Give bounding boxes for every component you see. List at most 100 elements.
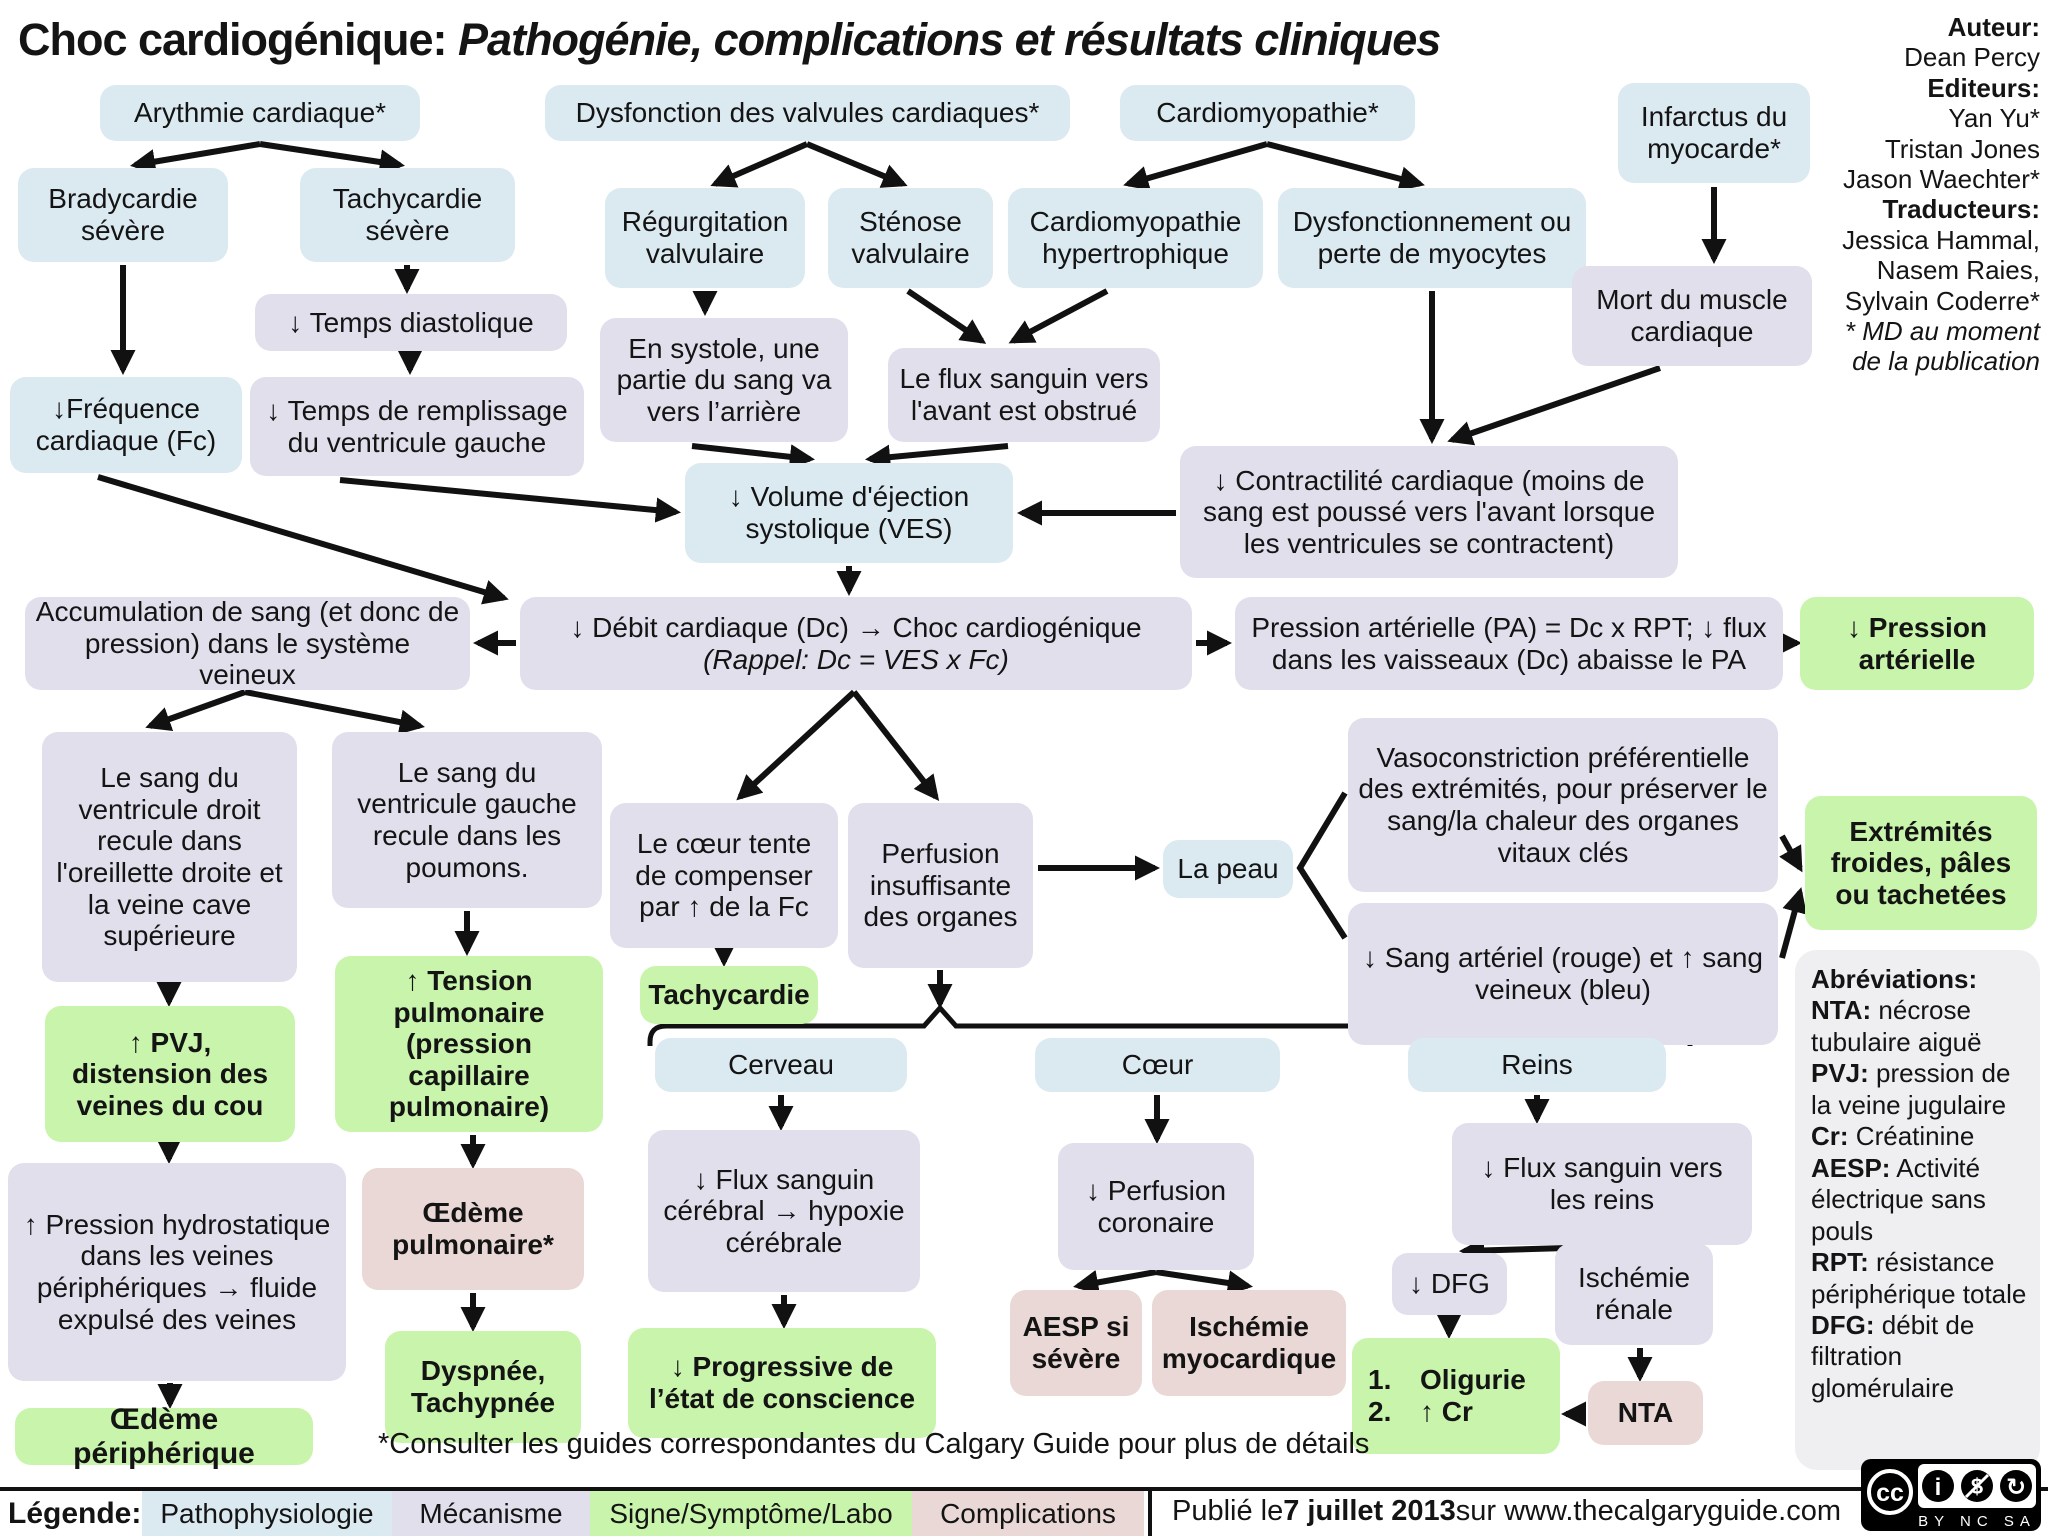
node-label: ↓ Contractilité cardiaque (moins de sang… xyxy=(1202,464,1656,559)
node-temps-diastolique: ↓ Temps diastolique xyxy=(255,294,567,351)
legend-item-label: Complications xyxy=(940,1497,1116,1529)
node-ischemie-myocardique: Ischémie myocardique xyxy=(1152,1290,1346,1396)
node-cerveau: Cerveau xyxy=(655,1038,907,1092)
cc-sa-glyph: ↻ xyxy=(2006,1473,2026,1501)
credits-author: Dean Percy xyxy=(1904,42,2040,73)
cc-by-glyph: i xyxy=(1935,1474,1942,1501)
node-temps-remplissage: ↓ Temps de remplissage du ventricule gau… xyxy=(250,377,584,476)
node-label: ↓ DFG xyxy=(1409,1268,1490,1300)
publish-date: 7 juillet 2013 xyxy=(1283,1495,1456,1527)
node-label: Bradycardie sévère xyxy=(48,183,198,246)
node-label: Pression artérielle (PA) = Dc x RPT; ↓ f… xyxy=(1251,611,1767,675)
node-oligurie-cr: 1.Oligurie 2.↑ Cr xyxy=(1352,1338,1560,1454)
flow-arrow xyxy=(130,141,261,175)
publish-prefix: Publié le xyxy=(1172,1495,1284,1527)
node-infarctus: Infarctus du myocarde* xyxy=(1618,83,1810,183)
node-tension-pulmonaire: ↑ Tension pulmonaire (pression capillair… xyxy=(335,956,603,1132)
debit-note-italic: (Rappel: Dc = VES x Fc) xyxy=(703,643,1009,675)
node-arythmie: Arythmie cardiaque* xyxy=(100,85,420,141)
credits-editor: Yan Yu* xyxy=(1948,103,2040,134)
flow-arrow xyxy=(851,690,940,801)
node-label: Le flux sanguin vers l'avant est obstrué xyxy=(899,363,1149,426)
node-flux-obstrue: Le flux sanguin vers l'avant est obstrué xyxy=(888,348,1160,442)
legend-item-label: Pathophysiologie xyxy=(160,1497,374,1529)
node-la-peau: La peau xyxy=(1163,840,1293,898)
node-label: La peau xyxy=(1177,853,1279,885)
node-dysfonction-valvules: Dysfonction des valvules cardiaques* xyxy=(545,85,1070,141)
node-label: Ischémie myocardique xyxy=(1161,1311,1337,1374)
node-label: ↓ Temps de remplissage du ventricule gau… xyxy=(266,394,568,458)
node-bradycardie: Bradycardie sévère xyxy=(18,168,228,262)
node-label: ↓ Temps diastolique xyxy=(288,306,534,338)
flow-arrow xyxy=(1155,1269,1253,1296)
abbr-def: résistance périphérique totale xyxy=(1811,1247,2027,1309)
node-coeur-compense: Le cœur tente de compenser par ↑ de la F… xyxy=(610,803,838,948)
credits-md-note: de la publication xyxy=(1852,346,2040,377)
node-dysfonctionnement: Dysfonctionnement ou perte de myocytes xyxy=(1278,188,1586,288)
cc-by-icon xyxy=(1922,1470,1954,1502)
legend-item-label: Mécanisme xyxy=(419,1497,563,1529)
node-label: ↓Fréquence cardiaque (Fc) xyxy=(35,393,217,456)
publish-site: sur www.thecalgaryguide.com xyxy=(1455,1495,1841,1527)
cc-attrs-text: BY NC SA xyxy=(1918,1513,2036,1530)
credits-author-label: Auteur: xyxy=(1947,12,2040,42)
abbreviations-title: Abréviations: xyxy=(1811,964,1978,994)
credits-editor: Jason Waechter* xyxy=(1842,164,2040,195)
flow-arrow xyxy=(1447,365,1661,446)
publish-line: Publié le 7 juillet 2013 sur www.thecalg… xyxy=(1172,1490,1841,1533)
legend-label: Légende: xyxy=(8,1496,142,1530)
legend-item-complications: Complications xyxy=(912,1491,1144,1536)
node-flux-cerebral: ↓ Flux sanguin cérébral → hypoxie cérébr… xyxy=(648,1130,920,1292)
legend-item-label: Signe/Symptôme/Labo xyxy=(609,1497,893,1529)
flow-arrow xyxy=(244,689,425,735)
node-label: Le cœur tente de compenser par ↑ de la F… xyxy=(635,828,813,923)
legend-item-pathophysiologie: Pathophysiologie xyxy=(142,1491,392,1536)
flow-arrow xyxy=(339,477,682,523)
flow-arrow xyxy=(1008,288,1109,344)
node-ischemie-renale: Ischémie rénale xyxy=(1555,1243,1713,1345)
node-label: Mort du muscle cardiaque xyxy=(1596,284,1788,347)
node-dyspnee: Dyspnée, Tachypnée xyxy=(385,1331,581,1443)
flow-arrow xyxy=(97,474,509,605)
flow-arrow xyxy=(145,689,247,732)
abbr-def: pression de la veine jugulaire xyxy=(1811,1058,2011,1120)
node-sang-arteriel: ↓ Sang artériel (rouge) et ↑ sang veineu… xyxy=(1348,903,1778,1045)
node-label: Dysfonction des valvules cardiaques* xyxy=(575,97,1040,129)
cc-sa-icon xyxy=(2000,1470,2032,1502)
abbr-def: Créatinine xyxy=(1855,1121,1975,1152)
abbr-def: débit de filtration glomérulaire xyxy=(1811,1309,1975,1403)
abbr-def: Activité électrique sans pouls xyxy=(1811,1152,1986,1246)
credits-block: Auteur: Dean Percy Editeurs: Yan Yu* Tri… xyxy=(1780,12,2040,377)
flow-arrow xyxy=(710,141,809,188)
credits-translator: Sylvain Coderre* xyxy=(1844,285,2040,316)
node-stenose: Sténose valvulaire xyxy=(828,188,993,288)
footnote: *Consulter les guides correspondantes du… xyxy=(378,1428,1370,1460)
node-pression-hydrostatique: ↑ Pression hydrostatique dans les veines… xyxy=(8,1163,346,1381)
node-oedeme-pulmonaire: Œdème pulmonaire* xyxy=(362,1168,584,1290)
node-nta: NTA xyxy=(1588,1381,1703,1445)
node-label: ↓ Volume d'éjection systolique (VES) xyxy=(728,481,970,544)
node-label: Arythmie cardiaque* xyxy=(133,97,387,129)
credits-editors-label: Editeurs: xyxy=(1927,72,2040,103)
node-cardiomyopathie: Cardiomyopathie* xyxy=(1120,85,1415,141)
abbr-term: AESP: xyxy=(1811,1152,1891,1183)
node-accumulation: Accumulation de sang (et donc de pressio… xyxy=(25,596,470,691)
node-label: 1.Oligurie 2.↑ Cr xyxy=(1368,1364,1526,1427)
title-subtitle: Pathogénie, complications et résultats c… xyxy=(458,14,1441,65)
node-label: Tachycardie xyxy=(648,979,810,1011)
node-label: Sténose valvulaire xyxy=(851,206,970,269)
node-en-systole: En systole, une partie du sang va vers l… xyxy=(600,318,848,442)
legend-item-mecanisme: Mécanisme xyxy=(392,1491,590,1536)
flow-arrow xyxy=(736,689,857,801)
node-dfg: ↓ DFG xyxy=(1392,1253,1507,1315)
legend-divider xyxy=(1148,1487,1152,1536)
node-sang-ventricule-gauche: Le sang du ventricule gauche recule dans… xyxy=(332,732,602,908)
node-label: ↓ Flux sanguin cérébral → hypoxie cérébr… xyxy=(663,1163,905,1258)
page-title: Choc cardiogénique: Pathogénie, complica… xyxy=(18,14,1441,66)
node-label: Accumulation de sang (et donc de pressio… xyxy=(35,596,460,691)
node-coeur: Cœur xyxy=(1035,1038,1280,1092)
credits-translator: Nasem Raies, xyxy=(1876,255,2040,286)
node-label: AESP si sévère xyxy=(1022,1311,1130,1374)
node-oedeme-peripherique: Œdème périphérique xyxy=(15,1403,313,1470)
debit-main-text: ↓ Débit cardiaque (Dc) → Choc cardiogéni… xyxy=(570,611,1142,643)
